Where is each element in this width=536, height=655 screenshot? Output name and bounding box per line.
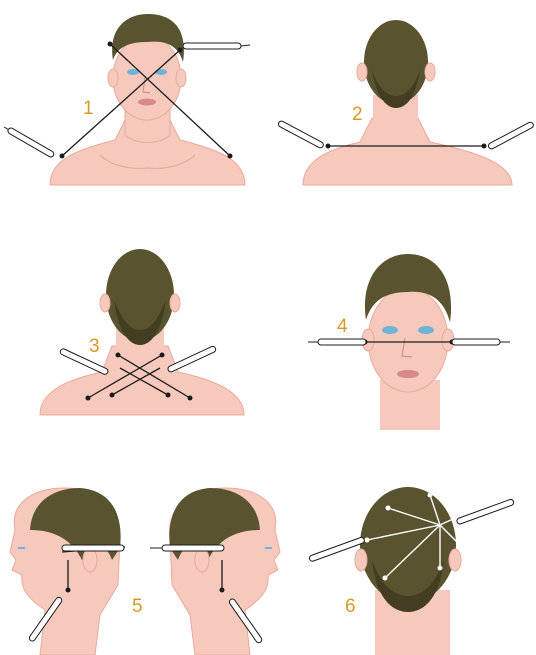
figure-3-label: 3	[89, 336, 100, 357]
figure-2-back-shoulders: 2	[277, 20, 534, 185]
figure-2-head	[364, 20, 428, 104]
figure-1-probe-left	[3, 124, 55, 158]
figure-1-label: 1	[83, 98, 94, 119]
figure-1-probe-top	[183, 43, 250, 49]
figure-4-label: 4	[337, 316, 348, 337]
figure-3-probe-right	[167, 345, 217, 372]
figure-3-head	[106, 249, 174, 341]
figure-6-probe-right	[456, 499, 514, 525]
figure-4-probe-left	[308, 339, 366, 345]
figure-5-label: 5	[132, 596, 143, 617]
figure-2-probe-right	[487, 121, 534, 150]
figure-2-probe-left	[277, 120, 324, 149]
figure-3-back-neck: 3	[40, 249, 244, 415]
figure-5-profile-right	[150, 488, 280, 655]
figure-3-probe-left	[59, 348, 109, 375]
figure-6-back-star: 6	[309, 487, 515, 655]
figure-4-front-temples: 4	[308, 254, 510, 430]
figure-6-head	[360, 487, 456, 603]
figure-1-front-crossing: 1	[3, 14, 250, 185]
figure-5-profile-left	[10, 488, 125, 655]
figure-4-probe-right	[452, 339, 510, 345]
figure-6-label: 6	[345, 596, 356, 617]
figure-2-label: 2	[352, 104, 363, 125]
figure-5-profiles: 5	[10, 488, 280, 655]
